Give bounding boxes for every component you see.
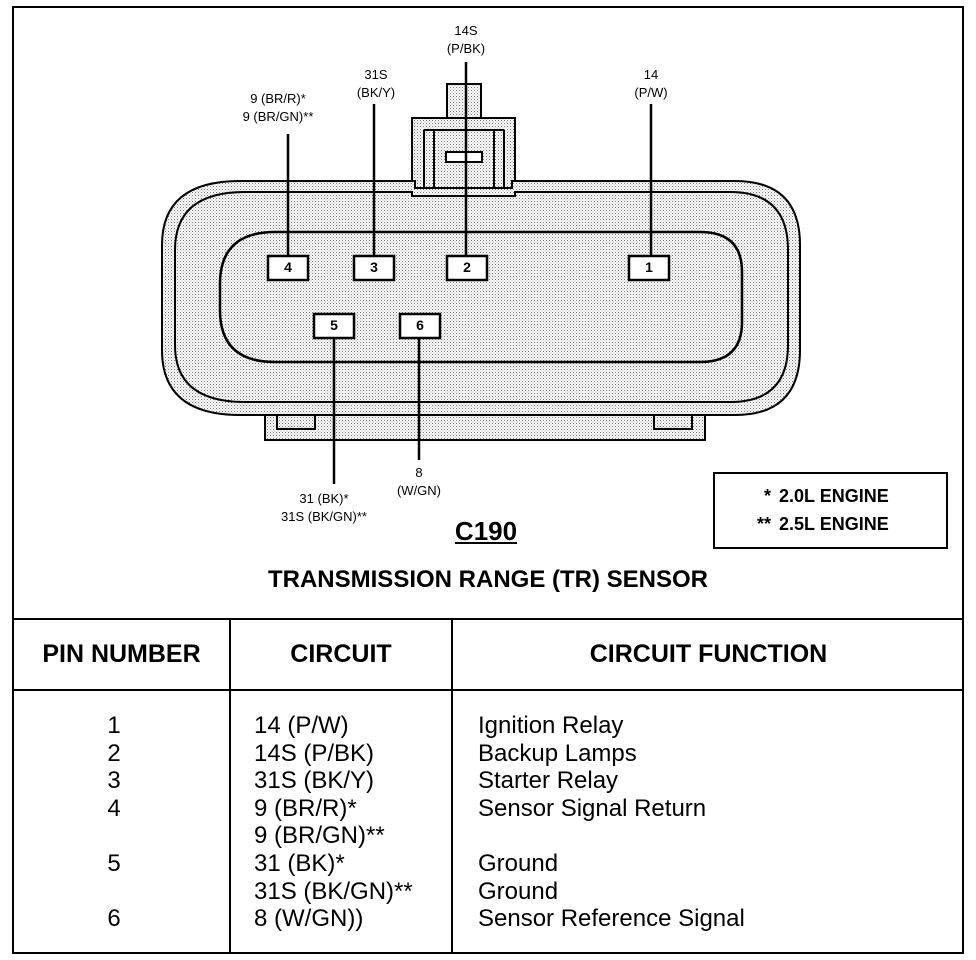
pin-boxes bbox=[266, 254, 671, 340]
pin-box-1 bbox=[627, 254, 671, 282]
table-col-divider-1 bbox=[229, 619, 231, 954]
page-frame bbox=[12, 6, 964, 954]
pin-number-6: 6 bbox=[416, 317, 424, 333]
table-cell-circuit: 14S (P/BK) bbox=[254, 739, 375, 767]
table-header-rule bbox=[12, 689, 964, 691]
pin-wires bbox=[286, 62, 653, 484]
connector-cavity bbox=[218, 230, 744, 364]
table-cell-function: Backup Lamps bbox=[478, 739, 637, 767]
pin-4-wire-label: 9 (BR/R)*9 (BR/GN)** bbox=[242, 91, 314, 124]
pin-box-5 bbox=[312, 312, 356, 340]
table-cell-function: Starter Relay bbox=[478, 767, 619, 795]
pin-1-wire-label: 14(P/W) bbox=[634, 67, 668, 100]
table-cell-pin bbox=[14, 822, 214, 850]
diagram-title: TRANSMISSION RANGE (TR) SENSOR bbox=[267, 566, 708, 593]
pin-number-5: 5 bbox=[330, 317, 338, 333]
pin-number-1: 1 bbox=[645, 259, 653, 275]
pin-number-2: 2 bbox=[463, 259, 471, 275]
header-pin-number: PIN NUMBER bbox=[42, 640, 201, 668]
connector-diagram bbox=[161, 62, 801, 484]
table-cell-function: Ground bbox=[478, 849, 559, 877]
circuit-column: 14 (P/W)14S (P/BK)31S (BK/Y)9 (BR/R)*9 (… bbox=[254, 712, 449, 933]
header-circuit-function: CIRCUIT FUNCTION bbox=[589, 640, 828, 668]
pin-box-6 bbox=[398, 312, 442, 340]
table-cell-circuit: 31S (BK/GN)** bbox=[254, 877, 413, 905]
table-cell-function: Sensor Reference Signal bbox=[478, 905, 745, 933]
table-cell-pin: 3 bbox=[107, 767, 121, 795]
pin-box-4 bbox=[266, 254, 310, 282]
pin-2-wire-label: 14S(P/BK) bbox=[446, 23, 486, 56]
table-top-rule bbox=[12, 618, 964, 620]
pin-6-wire-label: 8(W/GN) bbox=[396, 465, 442, 498]
table-cell-circuit: 31S (BK/Y) bbox=[254, 767, 375, 795]
table-cell-pin: 2 bbox=[107, 739, 121, 767]
legend-row-1: *2.0L ENGINE bbox=[763, 486, 889, 506]
table-cell-pin: 1 bbox=[107, 712, 121, 739]
legend-row-2: **2.5L ENGINE bbox=[756, 514, 889, 534]
table-cell-circuit: 9 (BR/R)* bbox=[254, 794, 357, 822]
table-cell-pin: 6 bbox=[107, 905, 121, 933]
table-cell-circuit: 14 (P/W) bbox=[254, 712, 349, 739]
table-cell-function: Sensor Signal Return bbox=[478, 794, 707, 822]
pin-3-wire-label: 31S(BK/Y) bbox=[356, 67, 396, 100]
table-cell-circuit: 8 (W/GN)) bbox=[254, 905, 364, 933]
pin-box-2 bbox=[445, 254, 489, 282]
table-cell-pin bbox=[14, 878, 214, 906]
pin-5-wire-label: 31 (BK)*31S (BK/GN)** bbox=[281, 491, 367, 524]
table-cell-function: Ignition Relay bbox=[478, 712, 624, 739]
engine-legend: *2.0L ENGINE **2.5L ENGINE bbox=[713, 472, 948, 549]
table-cell-circuit: 9 (BR/GN)** bbox=[254, 822, 385, 850]
pin-number-4: 4 bbox=[284, 259, 292, 275]
table-cell-pin: 4 bbox=[107, 794, 121, 822]
table-cell-circuit: 31 (BK)* bbox=[254, 849, 345, 877]
table-cell-function: Ground bbox=[478, 877, 559, 905]
pin-box-3 bbox=[352, 254, 396, 282]
table-col-divider-2 bbox=[451, 619, 453, 954]
table-cell-pin: 5 bbox=[107, 849, 121, 877]
pin-number-3: 3 bbox=[370, 259, 378, 275]
table-cell-function bbox=[478, 822, 958, 850]
connector-body-inner-outline bbox=[174, 191, 789, 403]
header-circuit: CIRCUIT bbox=[290, 640, 392, 668]
connector-id: C190 bbox=[454, 516, 518, 546]
